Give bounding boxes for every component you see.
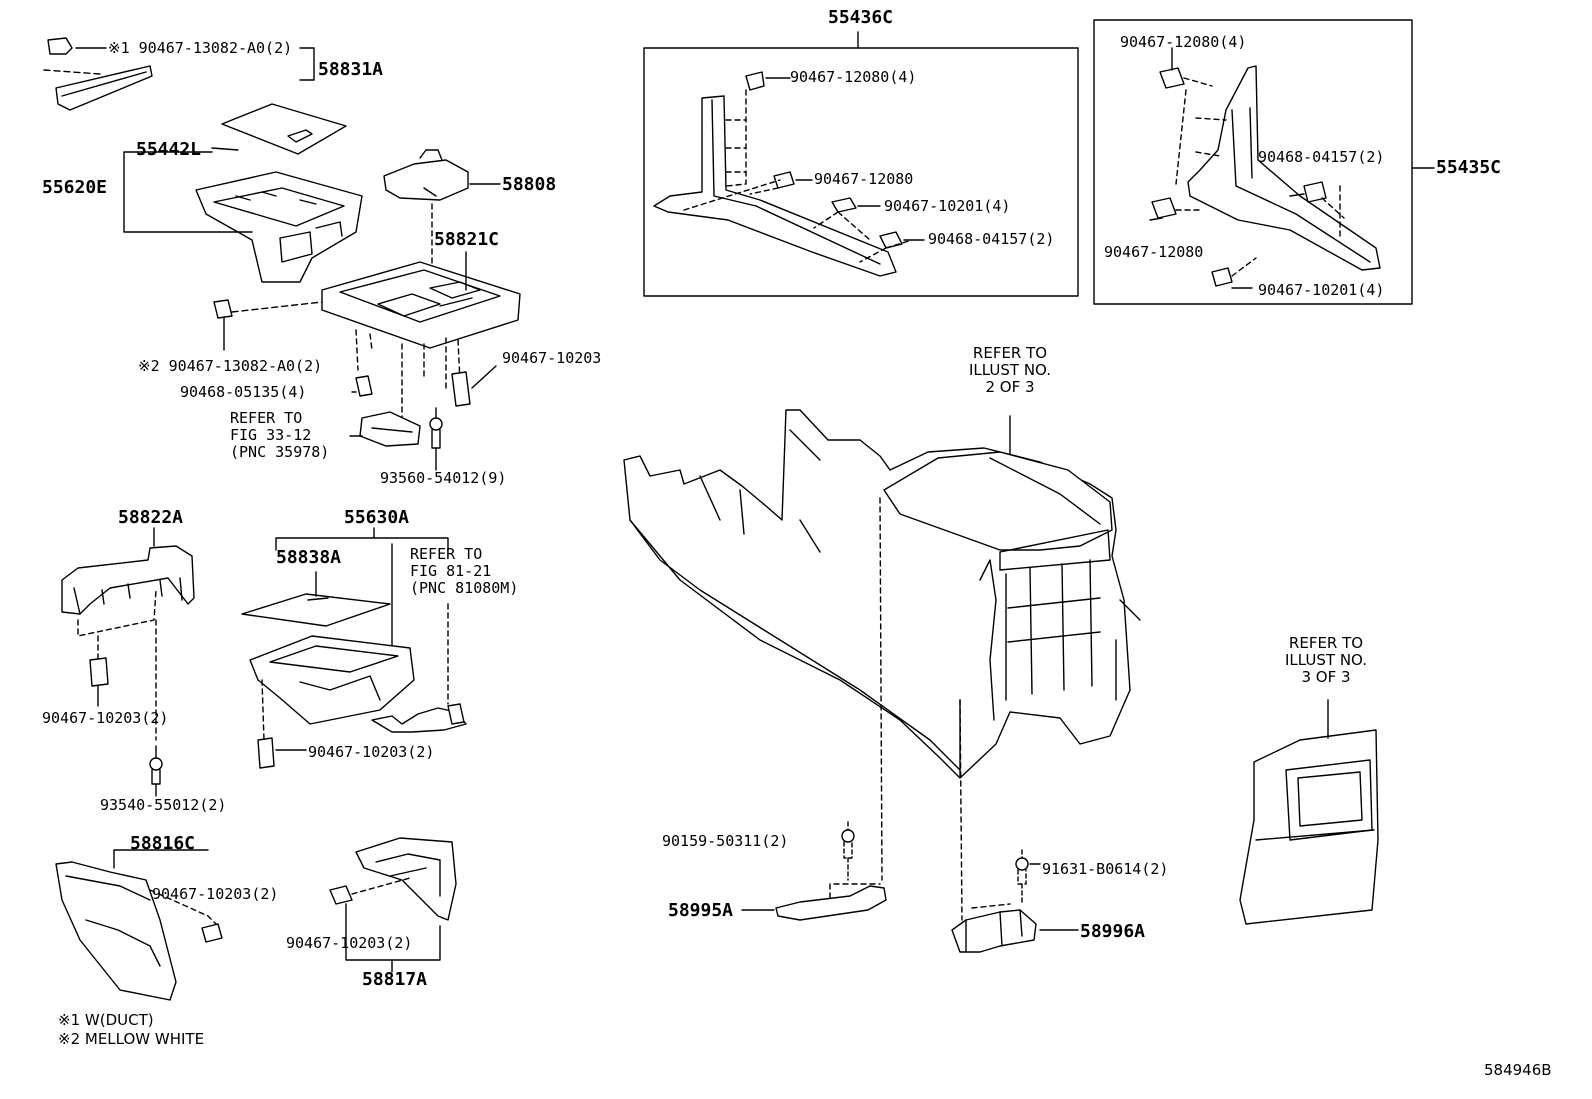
clip-13082-2-drawing [213,299,233,351]
note-1: ※1 W(DUCT) [58,1011,154,1029]
fastener-b0614: 91631-B0614(2) [1042,860,1169,878]
ref-fig-33-12: REFER TO FIG 33-12 (PNC 35978) [230,409,330,461]
fastener-13082-note2: ※2 90467-13082-A0(2) [138,357,323,375]
fastener-12080-a: 90467-12080 [814,170,914,188]
fastener-12080-4b: 90467-12080(4) [1120,33,1247,51]
part-55442l-drawing [211,103,347,155]
ref-part-35978-drawing [349,411,421,447]
part-58996a-drawing [951,849,1079,953]
fastener-12080-4a: 90467-12080(4) [790,68,917,86]
fastener-13082-note1: ※1 90467-13082-A0(2) [108,39,293,57]
part-number-55436c: 55436C [828,7,894,28]
clip-10203-top-drawing [451,365,497,407]
part-number-58822a: 58822A [118,507,184,528]
part-number-58995a: 58995A [668,900,734,921]
part-55436c-drawing [643,31,1079,297]
fastener-10203-2b: 90467-10203(2) [308,743,435,761]
part-58995a-drawing [741,821,887,921]
part-58831a-drawing [43,37,315,111]
fastener-50311: 90159-50311(2) [662,832,789,850]
part-55435c-drawing [1093,19,1435,305]
diagram-id: 584946B [1484,1061,1552,1079]
console-body-drawing [623,409,1141,921]
part-number-55620e: 55620E [42,177,108,198]
part-58808-drawing [383,149,501,269]
rear-panel-drawing [1239,699,1379,925]
part-58822a-drawing [61,527,195,797]
part-58816c-drawing [55,849,223,1001]
fastener-05135: 90468-05135(4) [180,383,307,401]
part-number-55442l: 55442L [136,139,202,160]
part-55620e-drawing [123,151,363,283]
part-number-58838a: 58838A [276,547,342,568]
fastener-10203-top: 90467-10203 [502,349,602,367]
part-55630a-drawing [241,527,467,769]
fastener-10203-2a: 90467-10203(2) [42,709,169,727]
part-number-58996a: 58996A [1080,921,1146,942]
fastener-10201-4b: 90467-10201(4) [1258,281,1385,299]
ref-fig-81-21: REFER TO FIG 81-21 (PNC 81080M) [410,545,519,597]
part-number-58831a: 58831A [318,59,384,80]
note-2: ※2 MELLOW WHITE [58,1030,205,1048]
fastener-04157-2b: 90468-04157(2) [1258,148,1385,166]
fastener-12080-b: 90467-12080 [1104,243,1204,261]
part-number-55630a: 55630A [344,507,410,528]
part-58817a-drawing [329,837,457,973]
ref-illust-2-of-3: REFER TO ILLUST NO. 2 OF 3 [968,344,1052,396]
ref-illust-3-of-3: REFER TO ILLUST NO. 3 OF 3 [1284,634,1368,686]
part-number-55435c: 55435C [1436,157,1502,178]
fastener-04157-2a: 90468-04157(2) [928,230,1055,248]
fastener-55012: 93540-55012(2) [100,796,227,814]
part-number-58817a: 58817A [362,969,428,990]
part-58821c-drawing [231,251,521,421]
clip-05135-drawing [351,375,373,397]
part-number-58808: 58808 [502,174,557,195]
fastener-10203-2d: 90467-10203(2) [286,934,413,952]
part-number-58816c: 58816C [130,833,196,854]
bolt-54012-drawing [429,407,443,471]
part-number-58821c: 58821C [434,229,500,250]
fastener-10201-4a: 90467-10201(4) [884,197,1011,215]
fastener-54012: 93560-54012(9) [380,469,507,487]
fastener-10203-2c: 90467-10203(2) [152,885,279,903]
